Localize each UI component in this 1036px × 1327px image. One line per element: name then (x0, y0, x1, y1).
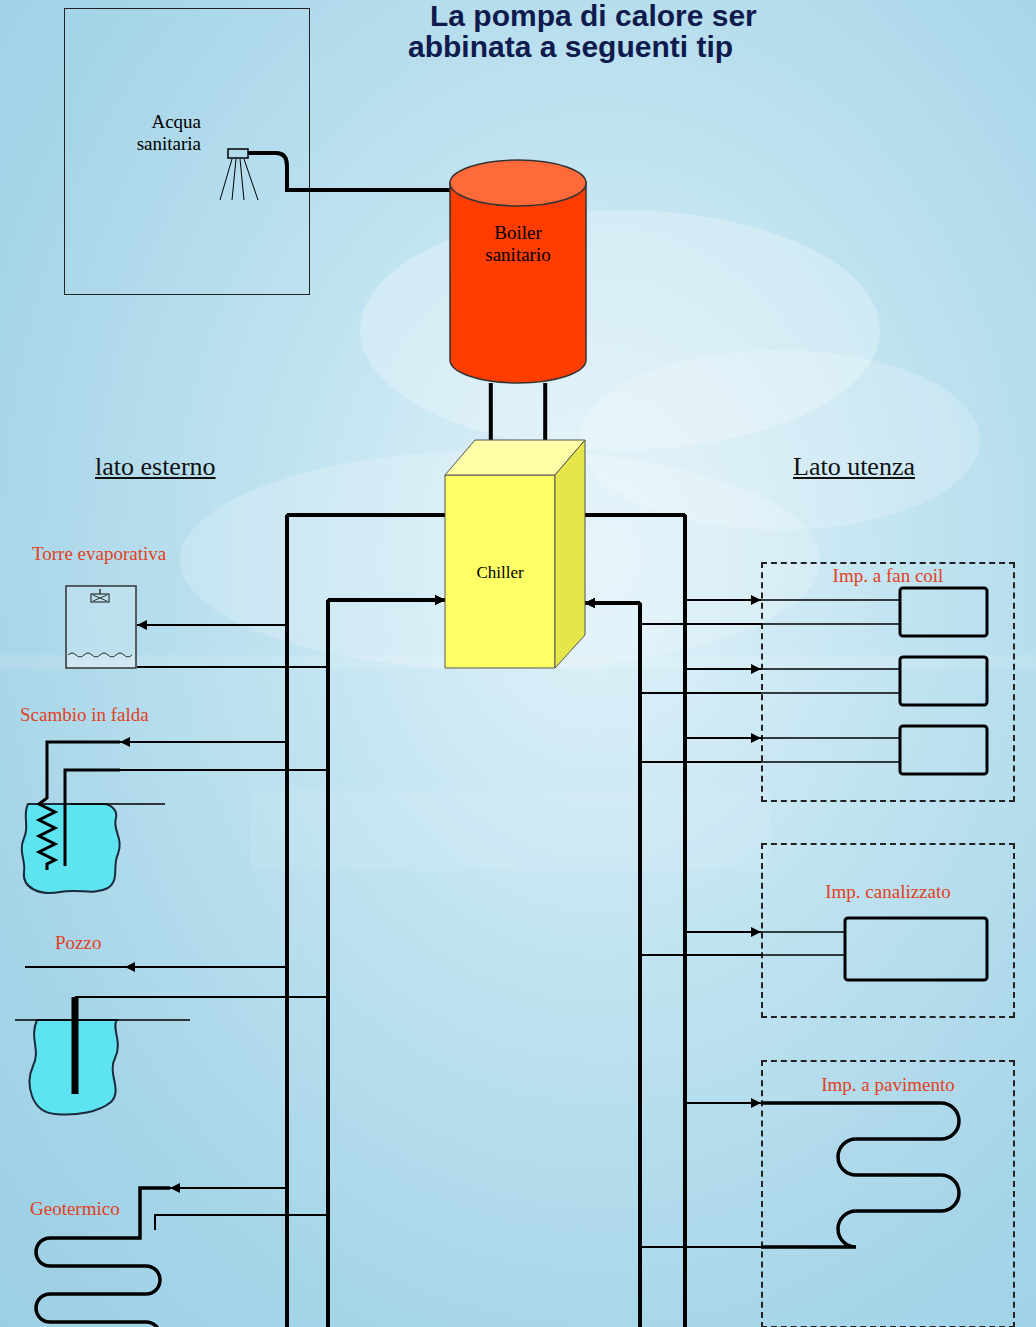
pipe-connector (125, 515, 445, 967)
discharge-pipe (25, 966, 125, 968)
pipe-connector (137, 600, 445, 667)
chiller-side (555, 440, 585, 668)
water-well-drawing (15, 962, 125, 1122)
inner-pipe-right (585, 603, 640, 1327)
pipe-connector (310, 188, 450, 192)
side-heading: Lato utenza (793, 452, 915, 482)
coil-pipe (39, 742, 120, 870)
aquifer-exchanger-drawing (20, 738, 120, 898)
tank-top (450, 160, 586, 206)
fan-coil-group-drawing (761, 562, 1015, 802)
inner-pipe-left (328, 600, 445, 1327)
sprinkler-cross (93, 595, 107, 601)
tank-body (450, 183, 586, 383)
pipe-connector (120, 600, 445, 770)
pipe-connector (585, 603, 761, 1247)
supply-stub (761, 599, 900, 601)
boiler-tank-drawing (450, 160, 586, 383)
pipe-connector (585, 515, 761, 738)
return-stub (761, 761, 900, 763)
pipe-connector (585, 603, 761, 955)
pipe-connector (585, 515, 761, 600)
node-label: Scambio in falda (20, 704, 149, 726)
boiler-tank: Boiler sanitario (450, 160, 586, 383)
pipe-connector (170, 600, 445, 1215)
return-stub (761, 623, 900, 625)
side-heading: lato esterno (95, 452, 216, 482)
pipe-connector (585, 603, 761, 762)
pipe-connector (170, 515, 445, 1188)
supply-stub (761, 931, 845, 933)
ducted-group-drawing (761, 843, 1015, 1018)
air-handler (845, 918, 987, 980)
chiller-unit-drawing (445, 440, 585, 668)
pipe-connector (585, 603, 761, 693)
water-well: Pozzo (15, 962, 125, 1122)
return-stub (761, 954, 845, 956)
shower-spray (220, 159, 258, 200)
room-box: Acqua sanitaria (64, 8, 310, 295)
pipe-connector (585, 603, 761, 624)
groundwater (22, 804, 120, 893)
fan-coil-group: Imp. a fan coil (761, 562, 1015, 802)
cloud (580, 350, 980, 530)
floor-coil (761, 1103, 959, 1247)
geothermal-loop: Geotermico (28, 1180, 170, 1327)
floor-heating-group-drawing (761, 1060, 1015, 1327)
node-label: Pozzo (55, 932, 101, 954)
outer-pipe-right (585, 515, 685, 1327)
node-label: Imp. a fan coil (833, 565, 944, 587)
pipe-connector (585, 515, 761, 932)
cooling-tower-drawing (65, 585, 137, 669)
return-pipe (155, 1215, 170, 1230)
chiller-unit: Chiller (445, 440, 585, 668)
slide-title: La pompa di calore ser abbinata a seguen… (408, 0, 848, 62)
pipe-connector (125, 600, 445, 997)
node-label: Torre evaporativa (32, 543, 166, 565)
ground-line (15, 1019, 190, 1021)
sprinkler-feed (99, 589, 101, 594)
fan-coil-unit (900, 726, 987, 774)
node-label: Imp. canalizzato (825, 881, 951, 903)
pipe-connector (137, 515, 445, 625)
pipe-connector (585, 515, 761, 669)
shower-head (228, 149, 248, 158)
water-wave (68, 653, 132, 657)
pipe-connector (120, 515, 445, 742)
pipe-connector (491, 383, 545, 440)
floor-heating-group: Imp. a pavimento (761, 1060, 1015, 1327)
return-stub (761, 692, 900, 694)
node-label: Boiler sanitario (468, 222, 568, 266)
supply-stub (761, 737, 900, 739)
well-pipe (72, 997, 79, 1094)
intake-pipe (75, 996, 125, 998)
tower-casing (66, 586, 136, 668)
return-pipe (65, 770, 120, 866)
fan-coil-unit (900, 657, 987, 705)
shower-pipe (248, 153, 310, 190)
ducted-group: Imp. canalizzato (761, 843, 1015, 1018)
outer-pipe-left (287, 515, 445, 1327)
chiller-front (445, 475, 555, 668)
node-label: Acqua sanitaria (111, 111, 201, 155)
supply-stub (761, 668, 900, 670)
ground-line (70, 803, 165, 805)
node-label: Chiller (445, 562, 555, 584)
node-label: Imp. a pavimento (821, 1074, 955, 1096)
node-label: Geotermico (30, 1198, 120, 1220)
aquifer-exchanger: Scambio in falda (20, 738, 120, 898)
cooling-tower: Torre evaporativa (65, 585, 137, 669)
fan-coil-unit (900, 588, 987, 636)
sprinkler (91, 594, 109, 602)
